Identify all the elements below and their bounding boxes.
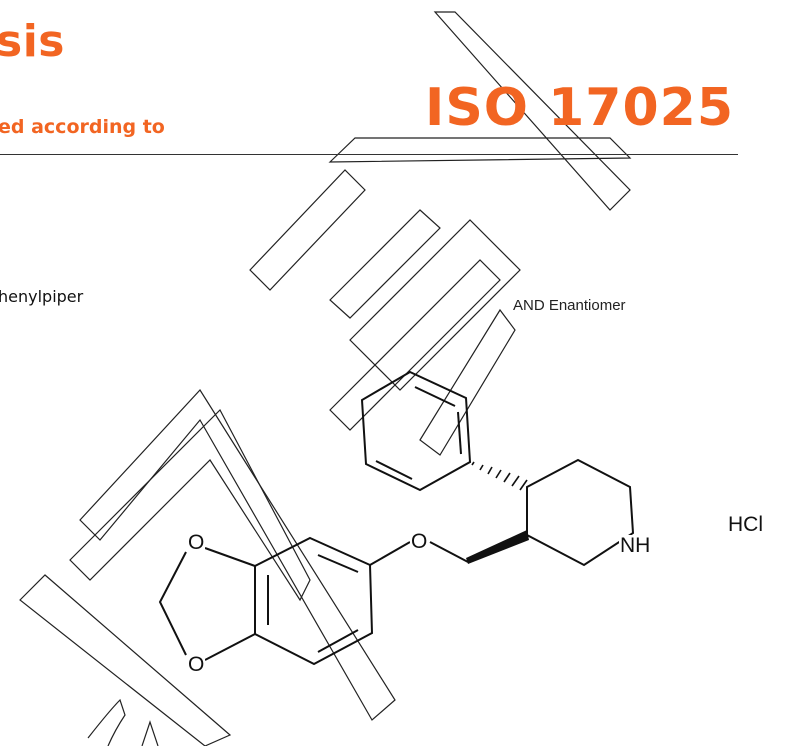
watermark-stroke	[329, 259, 501, 431]
watermark-stroke	[87, 698, 126, 746]
watermark-stroke	[69, 409, 311, 602]
dioxole-bond	[158, 551, 187, 656]
header-divider	[0, 154, 738, 155]
watermark-stroke	[79, 389, 396, 721]
hashed-wedge	[471, 461, 528, 491]
phenyl-ring	[360, 370, 472, 492]
phenyl-inner-bond	[457, 411, 462, 455]
ether-aryl-bond	[369, 541, 411, 566]
bold-wedge	[466, 530, 529, 564]
watermark-stroke	[419, 308, 516, 456]
phenyl-inner-bond	[414, 386, 456, 407]
benzo-inner-bond	[317, 554, 359, 573]
watermark-stroke	[328, 137, 632, 163]
stereo-note: AND Enantiomer	[513, 297, 626, 314]
ether-bond	[429, 541, 469, 563]
dioxole-bond	[204, 633, 256, 661]
atom-label-o-ether: O	[410, 530, 429, 553]
phenyl-inner-bond	[375, 460, 413, 480]
watermark-stroke	[141, 720, 159, 746]
watermark-stroke	[349, 219, 521, 391]
watermark	[19, 11, 632, 746]
compound-name-fragment: henylpiper	[0, 287, 84, 306]
salt-label: HCl	[728, 513, 763, 536]
atom-label-nh: NH	[619, 534, 652, 557]
document-title-fragment: sis	[0, 16, 65, 67]
dioxole-bond	[204, 547, 256, 567]
benzo-ring	[254, 536, 374, 666]
bonds	[158, 370, 635, 666]
watermark-stroke	[329, 209, 441, 319]
watermark-stroke	[433, 11, 631, 211]
watermark-stroke	[249, 169, 366, 291]
iso-certification-label: ISO 17025	[425, 78, 735, 138]
document-subtitle-fragment: ed according to	[0, 116, 165, 138]
atom-label-o-lower: O	[187, 653, 206, 676]
benzo-inner-bond	[317, 629, 359, 653]
atom-label-o-upper: O	[187, 531, 206, 554]
piperidine-ring	[526, 458, 635, 567]
watermark-stroke	[19, 574, 232, 746]
